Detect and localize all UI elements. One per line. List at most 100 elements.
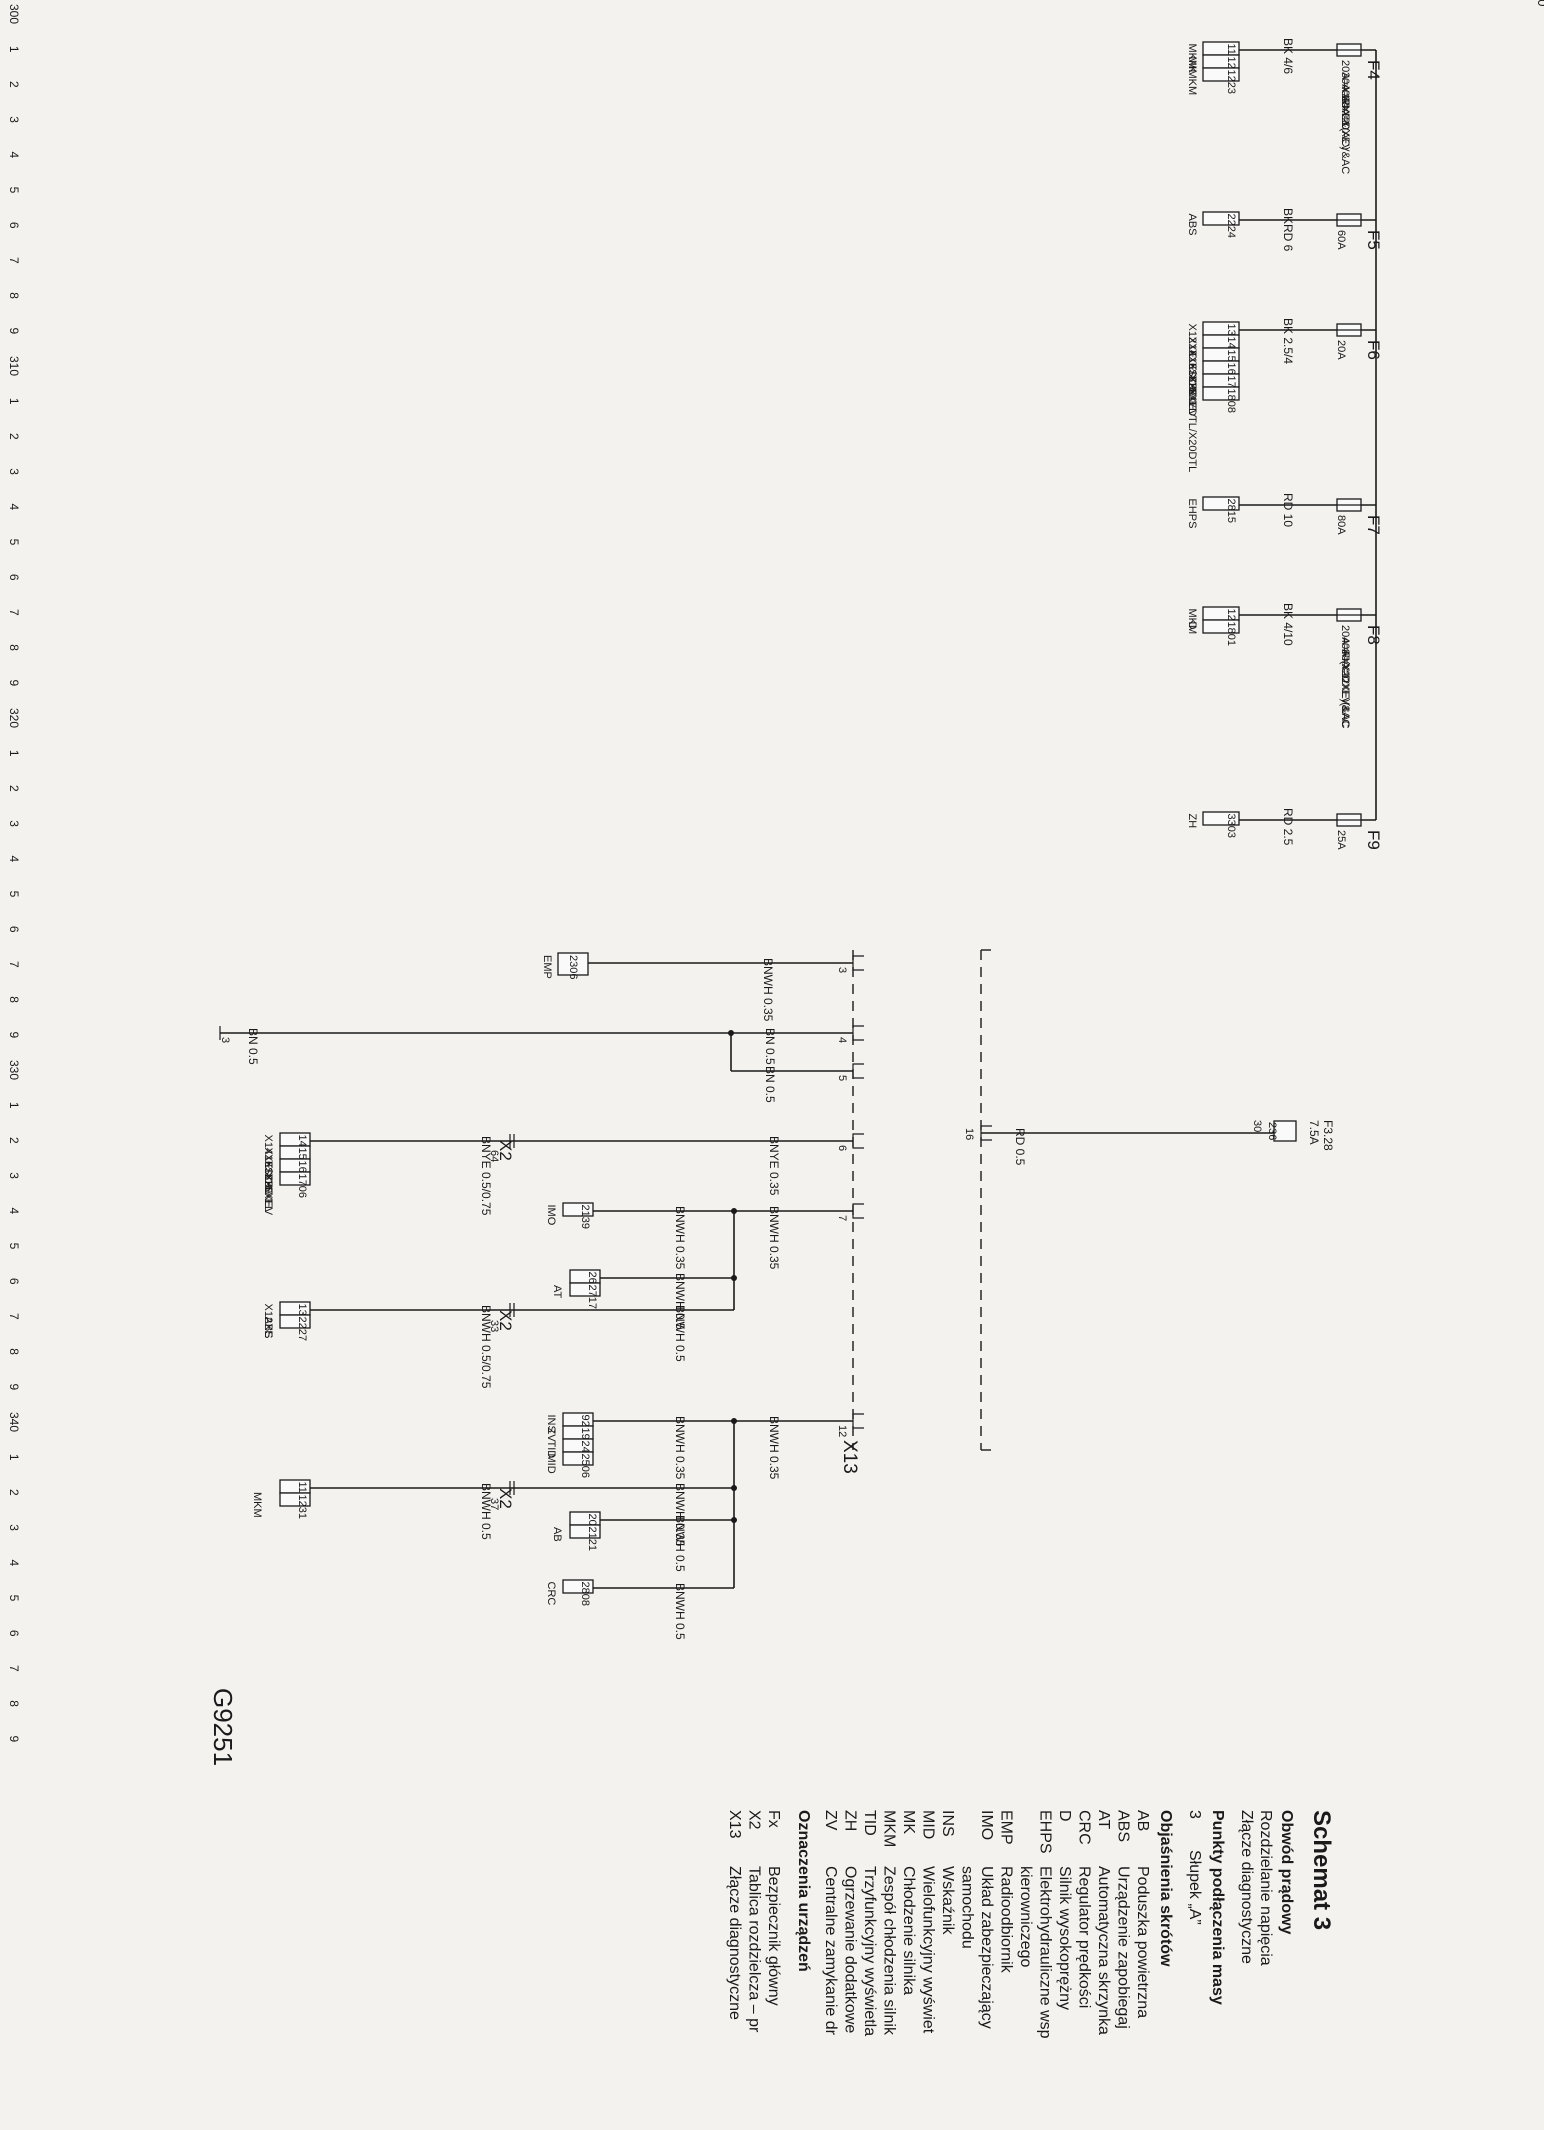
ref-label: X12XE: [1186, 324, 1198, 358]
x2-plug-37: [509, 1481, 515, 1495]
fuse-f4-rating: 20A=X12XE&(AC): [1339, 60, 1351, 150]
ref-label: X14XE/X16XEL: [262, 1135, 274, 1213]
device-code: Fx: [765, 1810, 782, 1828]
ref-number: 2815: [1225, 499, 1237, 523]
scale-tick-label: 5: [7, 539, 21, 546]
f3-ref: 236: [1266, 1122, 1278, 1140]
scale-tick-label: 3: [7, 116, 21, 123]
fuse-f4-wire-label: BK 4/6: [1281, 38, 1295, 74]
fuse-f4-rating: 30A=FI: [1339, 72, 1351, 108]
fuse-f3-28: [1273, 1120, 1297, 1142]
ref-number: 2506: [579, 1454, 591, 1478]
ref-label: EHPS: [1186, 499, 1198, 529]
ref-box: [279, 1314, 311, 1329]
ref-box: [1202, 386, 1240, 401]
scale-tick-label: 7: [7, 609, 21, 616]
junction-pin4: [728, 1030, 734, 1036]
wire-abs-left-label: BNWH 0.5/0.75: [479, 1305, 493, 1389]
scale-tick-label: 5: [7, 891, 21, 898]
x13-pin-number: 6: [836, 1145, 848, 1151]
wire-crc-label: BNWH 0.5: [673, 1583, 687, 1640]
fuse-f6-wire-label: BK 2.5/4: [1281, 318, 1295, 364]
ref-box: [569, 1282, 601, 1297]
abbr-text: kierowniczego: [1017, 1866, 1034, 1967]
ref-box: [1202, 67, 1240, 82]
scale-tick-label: 310: [7, 356, 21, 376]
ref-label: MKM: [1186, 70, 1198, 96]
fuse-f5-id: F5: [1364, 230, 1383, 250]
junction-pin12: [731, 1418, 737, 1424]
ref-label: IMO: [545, 1205, 557, 1226]
abbr-code: TID: [861, 1810, 878, 1836]
abbr-text: Radioodbiornik: [998, 1866, 1015, 1974]
scale-tick-label: 3: [7, 820, 21, 827]
x13-pin-number: 3: [836, 967, 848, 973]
ref-label: X17DTL/X20DTL: [1186, 389, 1198, 473]
scale-tick-label: 9: [7, 679, 21, 686]
wire-rd05-label: RD 0.5: [1013, 1128, 1027, 1166]
ref-box: [1202, 811, 1240, 826]
ref-label: ABS: [262, 1317, 274, 1339]
scale-tick-label: 7: [7, 257, 21, 264]
x2-plug-33: [509, 1303, 515, 1317]
x13-pin-number: 7: [836, 1215, 848, 1221]
ref-number: 2808: [579, 1582, 591, 1606]
abbr-code: AT: [1095, 1810, 1112, 1829]
abbr-text: Urządzenie zapobiegaj: [1115, 1866, 1132, 2029]
abbr-heading: Objaśnienia skrótów: [1157, 1810, 1174, 1967]
ref-number: 1231: [296, 1495, 308, 1519]
wire-pin3-label: BNWH 0.35: [761, 958, 775, 1022]
fuse-f7-wire-label: RD 10: [1281, 493, 1295, 527]
abbr-code: D: [1056, 1810, 1073, 1822]
scale-tick-label: 7: [7, 1313, 21, 1320]
device-text: Złącze diagnostyczne: [726, 1866, 743, 2020]
ref-number: 3303: [1225, 814, 1237, 838]
circuit-line-1: Rozdzielanie napięcia: [1257, 1810, 1274, 1966]
scale-tick-label: 5: [7, 1243, 21, 1250]
fuse-f8-id: F8: [1364, 625, 1383, 645]
scale-tick-label: 4: [7, 855, 21, 862]
legend-title: Schemat 3: [1308, 1810, 1335, 1930]
ref-label: TID: [545, 1441, 557, 1459]
ref-box: [1202, 211, 1240, 226]
scale-tick-label: 9: [7, 327, 21, 334]
wire-pin6-left-label: BNYE 0.5/0.75: [479, 1136, 493, 1216]
fuse-f8-wire-label: BK 4/10: [1281, 603, 1295, 646]
ground-code: 3: [1186, 1810, 1203, 1819]
scale-tick-label: 1: [7, 750, 21, 757]
connector-x13: X13: [839, 1440, 860, 1474]
scale-tick-label: 2: [7, 1137, 21, 1144]
ref-label: MKM: [1186, 44, 1198, 70]
circuit-line-2: Złącze diagnostyczne: [1238, 1810, 1255, 1964]
x13-pin-number: 4: [836, 1037, 848, 1043]
x2-pin-37: 37: [488, 1498, 500, 1510]
scale-tick-label: 1: [7, 398, 21, 405]
ref-box: [279, 1492, 311, 1507]
page-code: G9251: [208, 1688, 238, 1766]
abbr-text: Regulator prędkości: [1076, 1866, 1093, 2008]
ref-label: X20XEV: [1186, 376, 1198, 418]
grid-scale: 3001234567893101234567893201234567893301…: [7, 4, 21, 1742]
scale-tick-label: 2: [7, 785, 21, 792]
abbr-code: EHPS: [1037, 1810, 1054, 1854]
abbr-text: Wskaźnik: [939, 1866, 956, 1935]
scale-tick-label: 7: [7, 961, 21, 968]
scale-tick-label: 320: [7, 708, 21, 728]
ground-num: 3: [219, 1037, 231, 1043]
wire-imo-label: BNWH 0.35: [673, 1206, 687, 1270]
scale-tick-label: 9: [7, 1735, 21, 1742]
junction-pin7: [731, 1208, 737, 1214]
scale-tick-label: 6: [7, 222, 21, 229]
scale-tick-label: 8: [7, 1348, 21, 1355]
scale-tick-label: 4: [7, 503, 21, 510]
ref-box: [1202, 496, 1240, 511]
scale-tick-label: 5: [7, 1595, 21, 1602]
ref-number: 1706: [296, 1174, 308, 1198]
ref-label: INS: [545, 1415, 557, 1433]
scale-tick-label: 7: [7, 1665, 21, 1672]
abbr-code: MID: [920, 1810, 937, 1839]
wire-ground-label: BN 0.5: [246, 1028, 260, 1065]
ref-label: X20XEV: [262, 1174, 274, 1216]
scale-tick-label: 2: [7, 81, 21, 88]
